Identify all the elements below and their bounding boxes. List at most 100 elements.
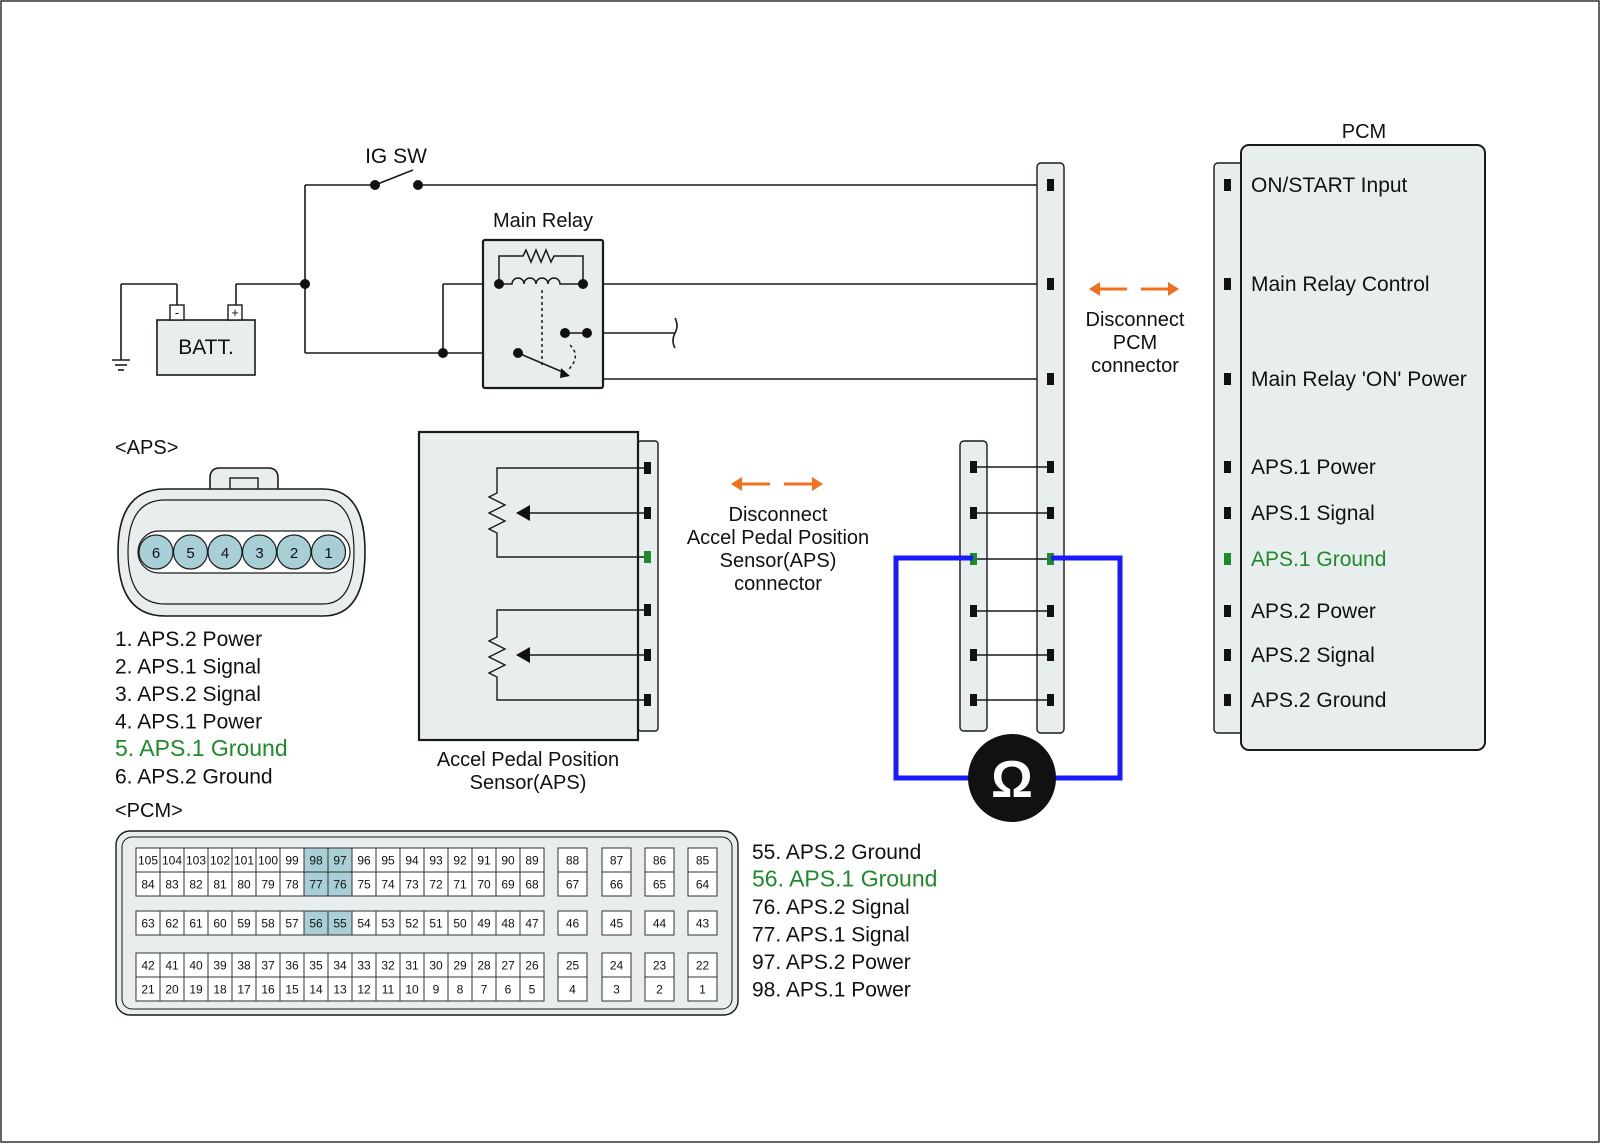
pcm-face-pin-number: 27: [501, 959, 515, 973]
ohm-meter-icon: [968, 734, 1056, 822]
pcm-face-pin-number: 35: [309, 959, 323, 973]
pcm-face-pin-number: 22: [696, 959, 710, 973]
pcm-face-pin-number: 4: [569, 983, 576, 997]
pcm-face-pin: [279, 976, 305, 1002]
pcm-face-pin-number: 5: [529, 983, 536, 997]
aps-face-pin-number: 1: [324, 545, 332, 562]
pcm-face-pin: [557, 910, 588, 936]
pcm-face-pin-number: 80: [237, 878, 251, 892]
pcm-pin-label: APS.2 Signal: [1251, 644, 1375, 667]
pcm-face-pin-number: 32: [381, 959, 395, 973]
pcm-connector-bar: [1036, 162, 1065, 734]
pcm-face-pin: [687, 910, 718, 936]
harness-pin: [970, 461, 977, 473]
pcm-face-pin: [279, 952, 305, 978]
pcm-face-pin: [519, 910, 545, 936]
pcm-face-pin-number: 45: [610, 917, 624, 931]
pcm-face-pin-number: 25: [566, 959, 580, 973]
pcm-face-pin-number: 72: [429, 878, 443, 892]
pcm-module-pin: [1224, 179, 1231, 191]
pcm-face-pin-number: 15: [285, 983, 299, 997]
pcm-legend-item: 77. APS.1 Signal: [752, 924, 910, 947]
pcm-pin-label: APS.2 Power: [1251, 600, 1376, 623]
pcm-face-pin-number: 85: [696, 854, 710, 868]
pcm-face-pin: [231, 871, 257, 897]
aps-connector-face: <APS>: [115, 437, 366, 617]
pcm-face-pin: [423, 871, 449, 897]
pcm-face-pin-number: 50: [453, 917, 467, 931]
pcm-face-pin-number: 55: [333, 917, 347, 931]
pcm-face-pin: [159, 910, 185, 936]
pcm-module-pin: [1224, 649, 1231, 661]
pcm-face-pin-number: 6: [505, 983, 512, 997]
pcm-face-pin-number: 12: [357, 983, 371, 997]
aps-face-pin-number: 4: [221, 545, 229, 562]
aps-face-pin-number: 3: [255, 545, 263, 562]
pcm-face-pin-number: 83: [165, 878, 179, 892]
pcm-face-pin-number: 46: [566, 917, 580, 931]
pcm-face-pin-number: 10: [405, 983, 419, 997]
pcm-face-pin-number: 77: [309, 878, 323, 892]
pcm-face-pin-number: 58: [261, 917, 275, 931]
pcm-face-pin-number: 96: [357, 854, 371, 868]
disconnect-pcm-label: Disconnect PCM connector: [1086, 309, 1185, 377]
pcm-face-pin-number: 2: [656, 983, 663, 997]
pcm-face-pin: [423, 952, 449, 978]
pcm-face-pin-number: 62: [165, 917, 179, 931]
pcm-face-pin: [495, 871, 521, 897]
pcm-face-pin-number: 13: [333, 983, 347, 997]
pcm-face-pin: [495, 952, 521, 978]
pcm-face-pin-number: 101: [234, 854, 254, 868]
pcm-face-pin-number: 9: [433, 983, 440, 997]
pcm-face-pin-number: 75: [357, 878, 371, 892]
pcm-pin-label: APS.1 Ground: [1251, 548, 1386, 571]
pcm-module-pin: [1224, 373, 1231, 385]
pcm-face-pin-number: 20: [165, 983, 179, 997]
disconnect-aps-arrows: [731, 477, 823, 491]
pcm-face-pin-number: 29: [453, 959, 467, 973]
pcm-face-pin: [303, 910, 329, 936]
ohm-symbol: Ω: [991, 751, 1033, 809]
main-relay: Main Relay: [481, 210, 605, 390]
pcm-face-pin-number: 79: [261, 878, 275, 892]
aps-sensor-label-line1: Accel Pedal Position: [437, 749, 619, 771]
pcm-face-pin-number: 11: [382, 983, 395, 997]
pcm-face-pin: [351, 847, 377, 873]
battery-neg-label: -: [175, 305, 179, 320]
pcm-module-pin: [1224, 278, 1231, 290]
harness-wires: [970, 461, 1047, 706]
pcm-face-pin-number: 33: [357, 959, 371, 973]
pcm-face-pin: [303, 871, 329, 897]
aps-legend-item: 3. APS.2 Signal: [115, 683, 261, 706]
harness-pin: [970, 507, 977, 519]
pcm-face-pin: [399, 910, 425, 936]
pcm-face-pin-number: 60: [213, 917, 227, 931]
aps-sensor-pin: [644, 649, 651, 661]
aps-sensor-pin: [644, 551, 651, 563]
harness-pin: [970, 553, 977, 565]
pcm-face-pin-number: 51: [429, 917, 443, 931]
aps-legend-item: 4. APS.1 Power: [115, 711, 262, 734]
pcm-pin-label: APS.1 Power: [1251, 456, 1376, 479]
pcm-pin-label: Main Relay 'ON' Power: [1251, 368, 1467, 391]
pcm-face-pin-number: 81: [213, 878, 227, 892]
meter-lead-left: [893, 555, 973, 781]
aps-legend-item: 1. APS.2 Power: [115, 628, 262, 651]
disconnect-pcm-line2: PCM: [1113, 332, 1157, 354]
pcm-face-pin: [644, 952, 675, 978]
aps-sensor-label-line2: Sensor(APS): [470, 772, 587, 794]
ig-switch-blade: [374, 169, 414, 186]
main-relay-label: Main Relay: [493, 210, 593, 232]
pcm-face-pin-number: 103: [186, 854, 206, 868]
ohmmeter: Ω: [893, 555, 1123, 822]
harness-pin: [970, 694, 977, 706]
pcm-face-pin-number: 53: [381, 917, 395, 931]
pcm-legend-item: 56. APS.1 Ground: [752, 866, 937, 892]
pcm-face-pin-number: 99: [285, 854, 299, 868]
pcm-bar-pin: [1047, 605, 1054, 617]
pcm-face-pin-number: 91: [477, 854, 491, 868]
pcm-face-pin-number: 49: [477, 917, 491, 931]
aps-face-pin-number: 2: [290, 545, 298, 562]
